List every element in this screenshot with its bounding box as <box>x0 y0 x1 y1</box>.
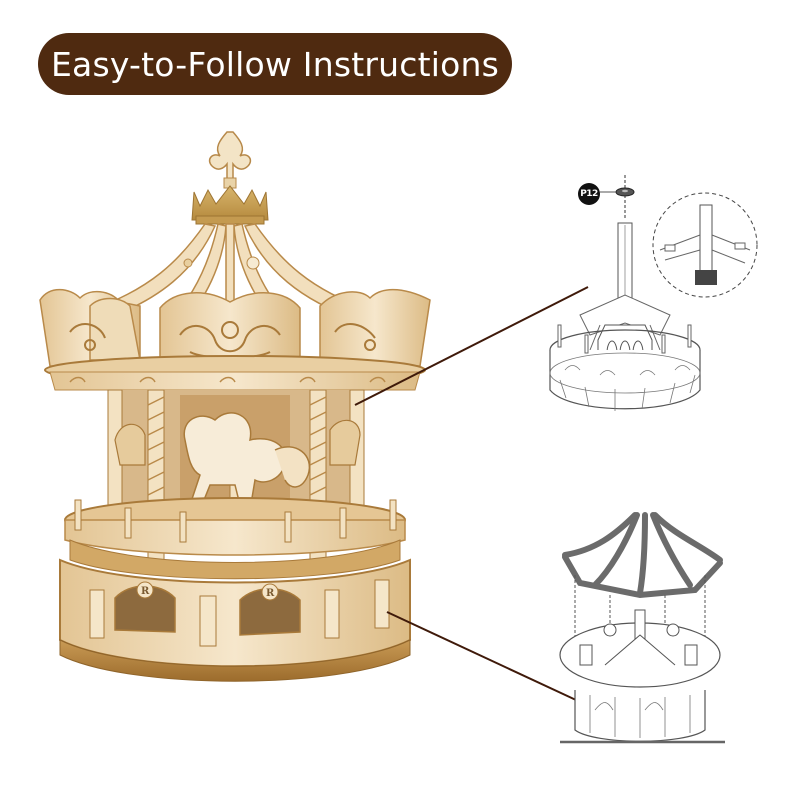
horse <box>183 412 311 512</box>
title-banner: Easy-to-Follow Instructions <box>38 33 512 95</box>
part-label-badge: P12 <box>578 183 600 205</box>
svg-text:R: R <box>266 588 275 599</box>
svg-text:R: R <box>141 586 150 597</box>
page-title: Easy-to-Follow Instructions <box>51 44 499 84</box>
instruction-diagram-step-1 <box>549 175 758 411</box>
horse-back <box>114 419 361 466</box>
finial <box>208 131 252 189</box>
instruction-diagram-step-2 <box>559 512 725 744</box>
